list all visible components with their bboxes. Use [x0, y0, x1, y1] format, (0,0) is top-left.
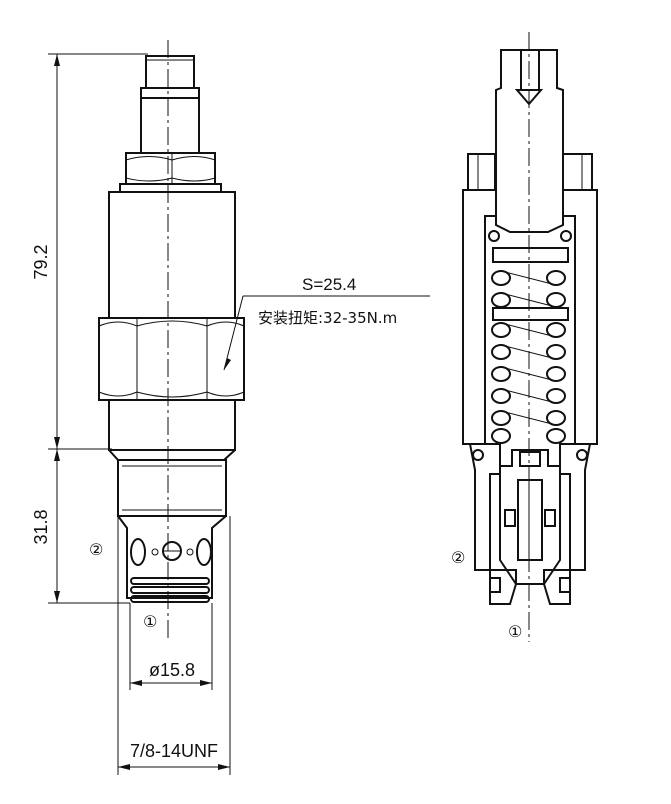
- thread-section: [117, 459, 227, 517]
- dimension-lines: [48, 53, 231, 775]
- port-2-label-right: ②: [451, 548, 465, 567]
- section-locknut-left: [467, 153, 496, 191]
- section-view: [462, 32, 598, 642]
- adjust-screw-stem: [140, 97, 200, 154]
- section-lower-right: [559, 443, 592, 571]
- section-adjust-screw: [495, 49, 564, 233]
- dim-thread: 7/8-14UNF: [130, 741, 218, 761]
- dim-upper-length: 79.2: [31, 244, 51, 279]
- wrench-size-label: S=25.4: [302, 275, 356, 294]
- exterior-view: [98, 40, 430, 640]
- section-locknut-right: [562, 153, 593, 191]
- lock-nut: [125, 152, 216, 185]
- port-1-label-right: ①: [508, 622, 522, 641]
- dim-lower-length: 31.8: [31, 509, 51, 544]
- port-2-label-left: ②: [89, 540, 103, 559]
- dim-diameter: ø15.8: [149, 660, 195, 680]
- port-1-label-left: ①: [143, 612, 157, 631]
- valve-body-lower: [108, 399, 236, 451]
- section-housing-left: [462, 189, 497, 445]
- valve-body-upper: [108, 191, 236, 319]
- adjust-screw-head: [145, 55, 195, 89]
- wrench-leader: [223, 295, 244, 371]
- cartridge-body: [117, 515, 227, 599]
- section-poppet: [499, 449, 561, 585]
- section-lower-left: [468, 443, 501, 571]
- main-hex: [98, 317, 245, 401]
- torque-label: 安装扭矩:32-35N.m: [258, 309, 397, 327]
